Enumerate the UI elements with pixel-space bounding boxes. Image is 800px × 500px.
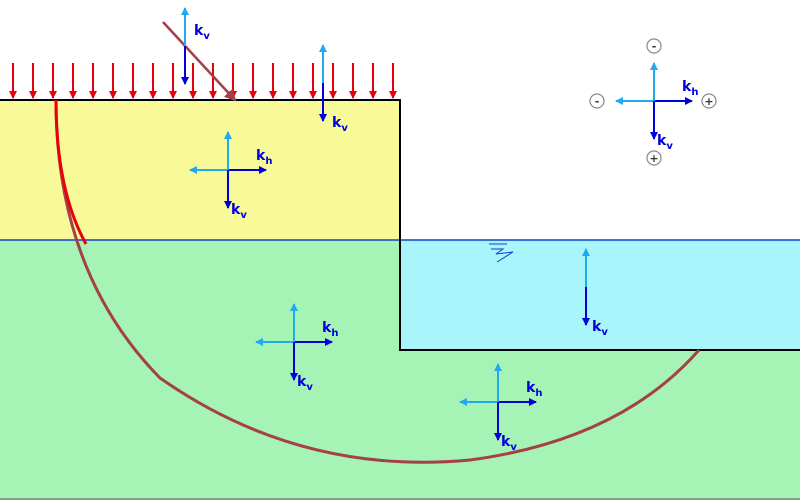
vector-legend: kh kv	[615, 62, 698, 152]
sign-right: +	[704, 95, 713, 108]
slip-surface-upper	[54, 99, 88, 245]
vector-legend-kh-label: kh	[682, 79, 698, 98]
sign-top: -	[652, 40, 657, 53]
vector-fill-soil-kv-label: kv	[231, 202, 247, 221]
surcharge-load-arrows	[9, 63, 397, 99]
vector-surface: kv	[319, 44, 348, 134]
ground-profile	[0, 99, 800, 351]
vector-saturated-left-kh-label: kh	[322, 320, 338, 339]
vector-saturated-right-kv-label: kv	[501, 434, 517, 453]
sign-convention-legend: - - + +	[589, 38, 717, 166]
vector-surface-kv-label: kv	[332, 115, 348, 134]
slip-surface	[54, 99, 701, 464]
vector-fill-soil: kh kv	[189, 131, 272, 221]
sign-top-circle	[646, 38, 662, 54]
sign-right-circle	[701, 93, 717, 109]
vector-legend-kv-label: kv	[657, 133, 673, 152]
vector-saturated-left-kv-label: kv	[297, 374, 313, 393]
vector-saturated-left: kh kv	[255, 303, 338, 393]
vector-saturated-right: kh kv	[459, 363, 542, 453]
inclined-load-arrow	[162, 21, 237, 102]
sign-left-circle	[589, 93, 605, 109]
sign-bottom-circle	[646, 150, 662, 166]
vector-load-top: kv	[181, 7, 210, 85]
water-level-symbol	[489, 243, 514, 263]
vector-fill-soil-kh-label: kh	[256, 148, 272, 167]
vector-load-top-kv-label: kv	[194, 23, 210, 42]
water-body	[400, 240, 800, 350]
sign-bottom: +	[649, 152, 658, 165]
vector-water-kv-label: kv	[592, 319, 608, 338]
vector-water: kv	[582, 248, 608, 338]
force-vectors: kh kv kh kv kh kv kh kv kv kv kv	[181, 7, 698, 453]
vector-saturated-right-kh-label: kh	[526, 380, 542, 399]
sign-left: -	[595, 95, 600, 108]
